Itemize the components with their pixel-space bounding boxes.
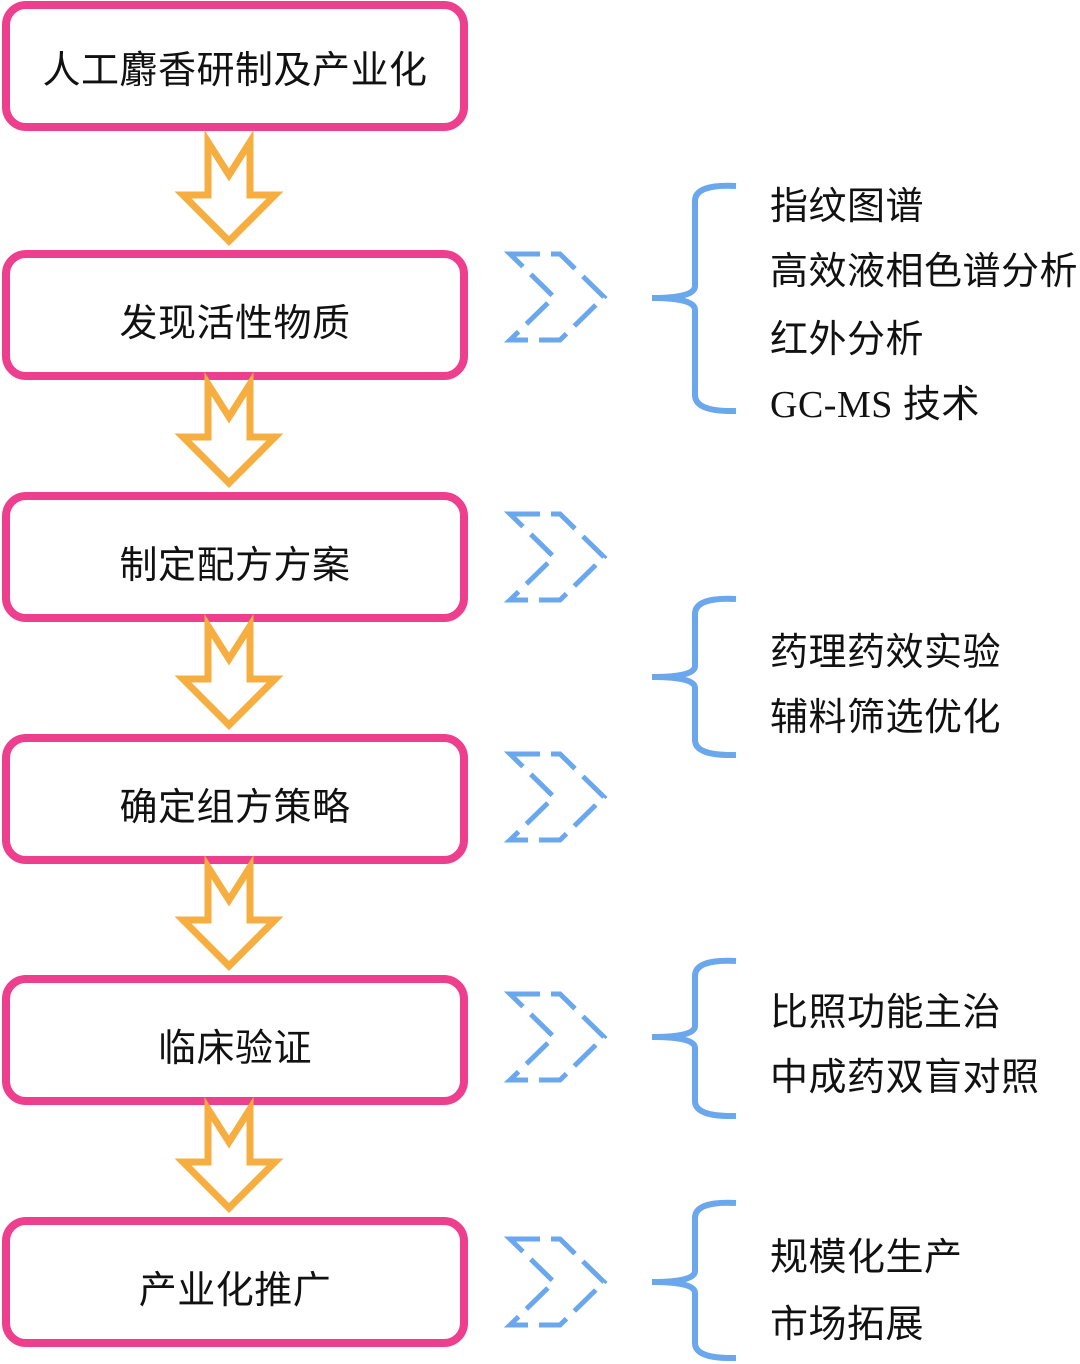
step-label: 确定组方策略 xyxy=(119,786,351,829)
detail-item-infrared-analysis: 红外分析 xyxy=(770,319,925,361)
step-label: 人工麝香研制及产业化 xyxy=(42,49,428,92)
step-label: 发现活性物质 xyxy=(119,302,351,345)
detail-item-market-expansion: 市场拓展 xyxy=(770,1304,925,1346)
detail-item-scale-production: 规模化生产 xyxy=(770,1237,963,1279)
left-curly-brace-icon xyxy=(651,1199,737,1362)
detail-item-hplc-analysis: 高效液相色谱分析 xyxy=(770,251,1079,293)
down-arrow-icon xyxy=(174,613,284,730)
down-arrow-icon xyxy=(174,1096,284,1213)
step-box-prescription-strategy: 确定组方策略 xyxy=(2,734,468,864)
step-box-industrialization-promotion: 产业化推广 xyxy=(2,1217,468,1347)
detail-item-gc-ms: GC-MS 技术 xyxy=(770,384,980,426)
detail-item-double-blind-control: 中成药双盲对照 xyxy=(770,1057,1040,1099)
step-box-formulation-plan: 制定配方方案 xyxy=(2,492,468,622)
detail-item-excipient-optimization: 辅料筛选优化 xyxy=(770,697,1002,739)
down-arrow-icon xyxy=(174,371,284,488)
step-box-clinical-validation: 临床验证 xyxy=(2,975,468,1105)
detail-item-pharmacology-experiments: 药理药效实验 xyxy=(770,632,1002,674)
dashed-chevron-right-icon xyxy=(503,991,608,1083)
step-label: 临床验证 xyxy=(157,1027,312,1070)
down-arrow-icon xyxy=(174,129,284,246)
step-box-discover-active-substances: 发现活性物质 xyxy=(2,250,468,380)
left-curly-brace-icon xyxy=(651,182,737,415)
dashed-chevron-right-icon xyxy=(503,251,608,343)
step-label: 制定配方方案 xyxy=(119,544,351,587)
step-label: 产业化推广 xyxy=(138,1269,332,1312)
down-arrow-icon xyxy=(174,854,284,971)
detail-item-indication-comparison: 比照功能主治 xyxy=(770,992,1002,1034)
left-curly-brace-icon xyxy=(651,957,737,1120)
dashed-chevron-right-icon xyxy=(503,511,608,603)
detail-item-fingerprint: 指纹图谱 xyxy=(770,186,925,228)
dashed-chevron-right-icon xyxy=(503,1236,608,1328)
left-curly-brace-icon xyxy=(651,595,737,759)
dashed-chevron-right-icon xyxy=(503,751,608,843)
step-box-artificial-musk-development: 人工麝香研制及产业化 xyxy=(2,1,468,131)
